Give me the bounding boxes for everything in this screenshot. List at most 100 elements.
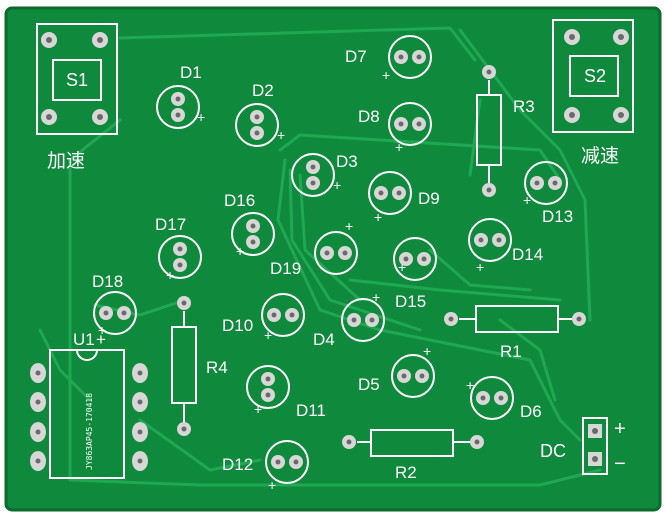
- resistor-r2: R2: [342, 429, 484, 482]
- led-outline: [235, 103, 279, 147]
- dc-plus: +: [614, 418, 626, 440]
- plus-u1: +: [96, 330, 106, 349]
- label-d17: D17: [155, 215, 186, 234]
- label-d1: D1: [180, 63, 202, 82]
- led-outline: [314, 231, 358, 275]
- polarity-plus: +: [372, 289, 380, 305]
- label-r2: R2: [395, 463, 417, 482]
- led-outline: [368, 171, 412, 215]
- led-d15: D15 +: [393, 237, 437, 311]
- led-outline: [341, 298, 385, 342]
- polarity-plus: +: [277, 127, 285, 143]
- led-pad-hole: [398, 54, 404, 60]
- led-pad-hole: [310, 180, 316, 186]
- led-outline: [265, 440, 309, 484]
- polarity-plus: +: [476, 259, 484, 275]
- ic-pin-hole: [35, 429, 41, 435]
- label-dc: DC: [540, 441, 566, 461]
- label-d5: D5: [358, 375, 380, 394]
- polarity-plus: +: [197, 109, 205, 125]
- led-pad-hole: [478, 237, 484, 243]
- led-pad-hole: [416, 54, 422, 60]
- resistor-r3: R3: [476, 65, 535, 197]
- led-footprints: D1+D2+D3+D7+D8+D9+D13+D16+D17+D19+D14+D1…: [92, 35, 573, 493]
- resistor-r1: R1: [444, 305, 586, 361]
- pcb-substrate: [4, 6, 662, 512]
- dc-minus: −: [614, 453, 626, 475]
- polarity-plus: +: [345, 218, 353, 234]
- led-outline: [470, 376, 514, 420]
- polarity-plus: +: [236, 243, 244, 259]
- label-d15: D15: [395, 292, 426, 311]
- ic-pin-hole: [35, 399, 41, 405]
- led-outline: [388, 35, 432, 79]
- led-pad-hole: [271, 312, 277, 318]
- led-pad-hole: [378, 190, 384, 196]
- led-outline: [391, 354, 435, 398]
- led-d14: D14 +: [468, 218, 543, 275]
- led-pad-hole: [398, 121, 404, 127]
- led-pad-hole: [342, 250, 348, 256]
- label-d11: D11: [296, 401, 326, 420]
- polarity-plus: +: [333, 177, 341, 193]
- polarity-plus: +: [382, 67, 390, 83]
- label-d14: D14: [512, 245, 543, 264]
- label-d12: D12: [222, 455, 253, 474]
- led-pad-hole: [419, 373, 425, 379]
- led-d11: D11+: [246, 365, 326, 420]
- led-outline: [158, 235, 202, 279]
- led-d9: D9+: [368, 171, 440, 225]
- label-r4: R4: [206, 358, 228, 377]
- label-d10: D10: [222, 316, 253, 335]
- led-pad-hole: [103, 310, 109, 316]
- led-pad-hole: [265, 376, 271, 382]
- label-d9: D9: [418, 189, 440, 208]
- ic-marking: JY863AP45-170418: [85, 393, 94, 470]
- led-pad-hole: [177, 246, 183, 252]
- switch-s2: S2 减速: [552, 19, 634, 167]
- led-d16: D16 +: [224, 191, 275, 259]
- ic-pin-hole: [137, 429, 143, 435]
- polarity-plus: +: [398, 259, 406, 275]
- led-outline: [388, 102, 432, 146]
- led-pad-hole: [177, 262, 183, 268]
- led-d3: D3+: [291, 152, 358, 197]
- label-s2-text: 减速: [581, 145, 619, 167]
- ic-pin-hole: [137, 399, 143, 405]
- polarity-plus: +: [423, 343, 431, 359]
- label-d18: D18: [92, 272, 123, 291]
- polarity-plus: +: [98, 322, 106, 338]
- led-pad-hole: [498, 395, 504, 401]
- ic-pin-hole: [35, 458, 41, 464]
- led-pad-hole: [310, 164, 316, 170]
- led-pad-hole: [289, 312, 295, 318]
- led-pad-hole: [401, 373, 407, 379]
- led-pad-hole: [265, 392, 271, 398]
- polarity-plus: +: [264, 327, 272, 343]
- label-d16: D16: [224, 191, 255, 210]
- led-d5: D5 +: [358, 343, 435, 398]
- led-pad-hole: [496, 237, 502, 243]
- led-pad-hole: [403, 256, 409, 262]
- led-d7: D7+: [345, 35, 432, 83]
- led-d4: D4 +: [313, 289, 385, 349]
- label-d4: D4: [313, 330, 335, 349]
- resistor-r4: R4: [171, 296, 228, 436]
- led-outline: [231, 212, 275, 256]
- label-d19: D19: [270, 259, 301, 278]
- label-d6: D6: [520, 402, 542, 421]
- label-d8: D8: [358, 107, 380, 126]
- led-pad-hole: [293, 459, 299, 465]
- led-d2: D2+: [235, 81, 285, 147]
- led-d1: D1 +: [156, 63, 205, 129]
- led-d8: D8 +: [358, 102, 432, 155]
- led-pad-hole: [480, 395, 486, 401]
- ic-pin-hole: [137, 370, 143, 376]
- polarity-plus: +: [395, 139, 403, 155]
- label-d13: D13: [542, 207, 573, 226]
- led-pad-hole: [324, 250, 330, 256]
- polarity-plus: +: [466, 377, 474, 393]
- led-pad-hole: [416, 121, 422, 127]
- led-pad-hole: [351, 317, 357, 323]
- label-s1: S1: [66, 70, 88, 90]
